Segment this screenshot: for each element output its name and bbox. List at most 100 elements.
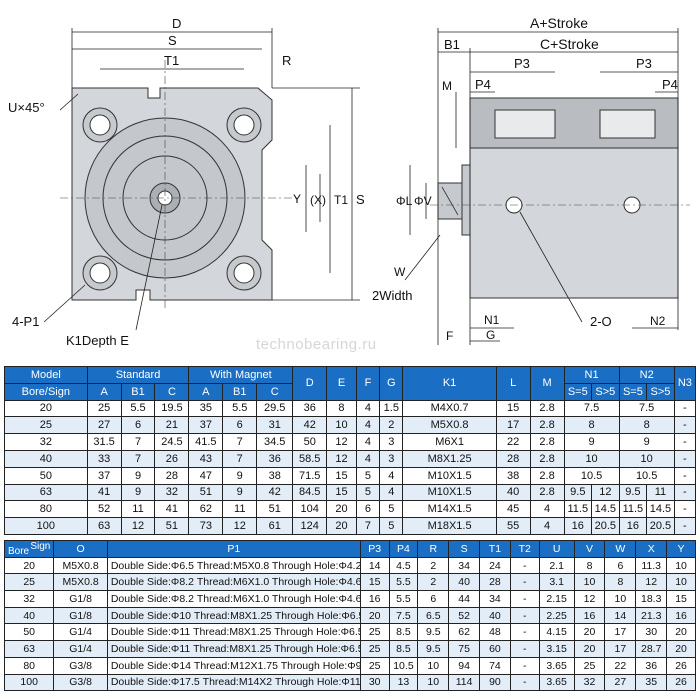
hdr-standard: Standard (86, 366, 190, 384)
table-cell: 20.5 (646, 517, 675, 535)
table-cell: 7 (120, 433, 156, 451)
table-cell: 20 (666, 623, 696, 642)
table-cell: 40 (495, 483, 531, 502)
table-cell: 22 (604, 656, 637, 675)
table-cell: 51 (256, 500, 294, 519)
table-cell: 16 (618, 517, 648, 535)
table-cell: Double Side:Φ10 Thread:M8X1.25 Through H… (106, 606, 361, 625)
table-cell: 25 (86, 399, 122, 418)
table-cell: G1/8 (53, 590, 108, 608)
table-cell: 7 (222, 449, 258, 468)
table-cell: 55 (495, 517, 531, 535)
table-cell: 84.5 (292, 483, 328, 502)
table-cell: 34 (479, 590, 511, 608)
table-cell: 43 (188, 449, 224, 468)
table-cell: 10.5 (388, 656, 419, 675)
table-cell: 22 (495, 433, 531, 451)
table-cell: - (673, 483, 697, 502)
table-cell: 3.65 (538, 673, 575, 692)
hdr-bore-sign: Bore/Sign (4, 382, 88, 401)
table-cell: - (509, 656, 540, 675)
table-cell: 4 (355, 416, 381, 435)
table-cell: M10X1.5 (402, 466, 497, 485)
table-cell: 10 (618, 449, 675, 468)
table-cell: 50 (292, 433, 328, 451)
table-cell: 20 (666, 640, 696, 658)
table-cell: G3/8 (53, 656, 108, 675)
table-cell: 15 (326, 466, 357, 485)
table-cell: - (509, 623, 540, 642)
table-cell: 48 (479, 623, 511, 642)
table-cell: - (673, 416, 697, 435)
table-cell: 7.5 (388, 606, 419, 625)
table-cell: 4.15 (538, 623, 575, 642)
table-cell: 8 (326, 399, 357, 418)
hdr2-P3: P3 (359, 540, 390, 558)
table-cell: 31 (256, 416, 294, 435)
hdr-K1: K1 (402, 366, 497, 401)
table-cell: 60 (479, 640, 511, 658)
table-cell: 38 (256, 466, 294, 485)
table-cell: 19.5 (154, 399, 190, 418)
table-cell: 4 (529, 500, 565, 519)
table-cell: 6.5 (417, 606, 450, 625)
table-cell: 20 (3, 556, 55, 575)
table-cell: 38 (495, 466, 531, 485)
table-cell: 9.5 (618, 483, 648, 502)
table-cell: 16 (359, 590, 390, 608)
table-cell: - (509, 640, 540, 658)
hdr2-sign: Sign (30, 541, 51, 552)
table-cell: 12 (326, 433, 357, 451)
table-cell: 13 (388, 673, 419, 692)
table-cell: 9 (120, 483, 156, 502)
table-cell: 28.7 (635, 640, 668, 658)
table-cell: 2 (379, 416, 404, 435)
table-cell: 4 (355, 433, 381, 451)
table-cell: 16 (563, 517, 593, 535)
table-cell: 10 (417, 656, 450, 675)
table-cell: 47 (188, 466, 224, 485)
table-cell: 11 (222, 500, 258, 519)
table-cell: 25 (573, 656, 606, 675)
table-cell: 33 (86, 449, 122, 468)
table-cell: 15 (359, 573, 390, 592)
table-cell: 50 (3, 623, 55, 642)
table-cell: 8 (573, 556, 606, 575)
technical-drawing: D S T1 R U×45° Y (X) T1 S 4-P1 K1Depth E (8, 15, 690, 348)
table-cell: 90 (479, 673, 511, 692)
table-cell: 9.5 (563, 483, 593, 502)
table-cell: 9 (222, 466, 258, 485)
table-cell: 10 (563, 449, 620, 468)
hdr2-bore: Bore (8, 545, 30, 557)
table-cell: 24 (479, 556, 511, 575)
front-view: D S T1 R U×45° Y (X) T1 S 4-P1 K1Depth E (8, 16, 365, 348)
table-cell: 6 (222, 416, 258, 435)
table-cell: 2.8 (529, 449, 565, 468)
table-cell: 31.5 (86, 433, 122, 451)
table-cell: 124 (292, 517, 328, 535)
table-cell: 11.5 (563, 500, 593, 519)
table-cell: 4.5 (388, 556, 419, 575)
label-P1: 4-P1 (12, 314, 39, 329)
table-cell: 80 (4, 500, 88, 519)
table-cell: 32 (4, 433, 88, 451)
table-cell: 4 (355, 449, 381, 468)
table-cell: - (673, 449, 697, 468)
table-cell: - (673, 500, 697, 519)
table-cell: 25 (3, 573, 55, 592)
table-cell: 42 (256, 483, 294, 502)
table-cell: 3 (379, 449, 404, 468)
table-cell: 20 (4, 399, 88, 418)
table-cell: 25 (359, 656, 390, 675)
table-cell: M8X1.25 (402, 449, 497, 468)
table-cell: 2.8 (529, 433, 565, 451)
table-cell: 40 (3, 606, 55, 625)
table-cell: 20 (326, 517, 357, 535)
table-cell: 4 (379, 483, 404, 502)
label-F: F (446, 329, 453, 343)
table-cell: 42 (292, 416, 328, 435)
